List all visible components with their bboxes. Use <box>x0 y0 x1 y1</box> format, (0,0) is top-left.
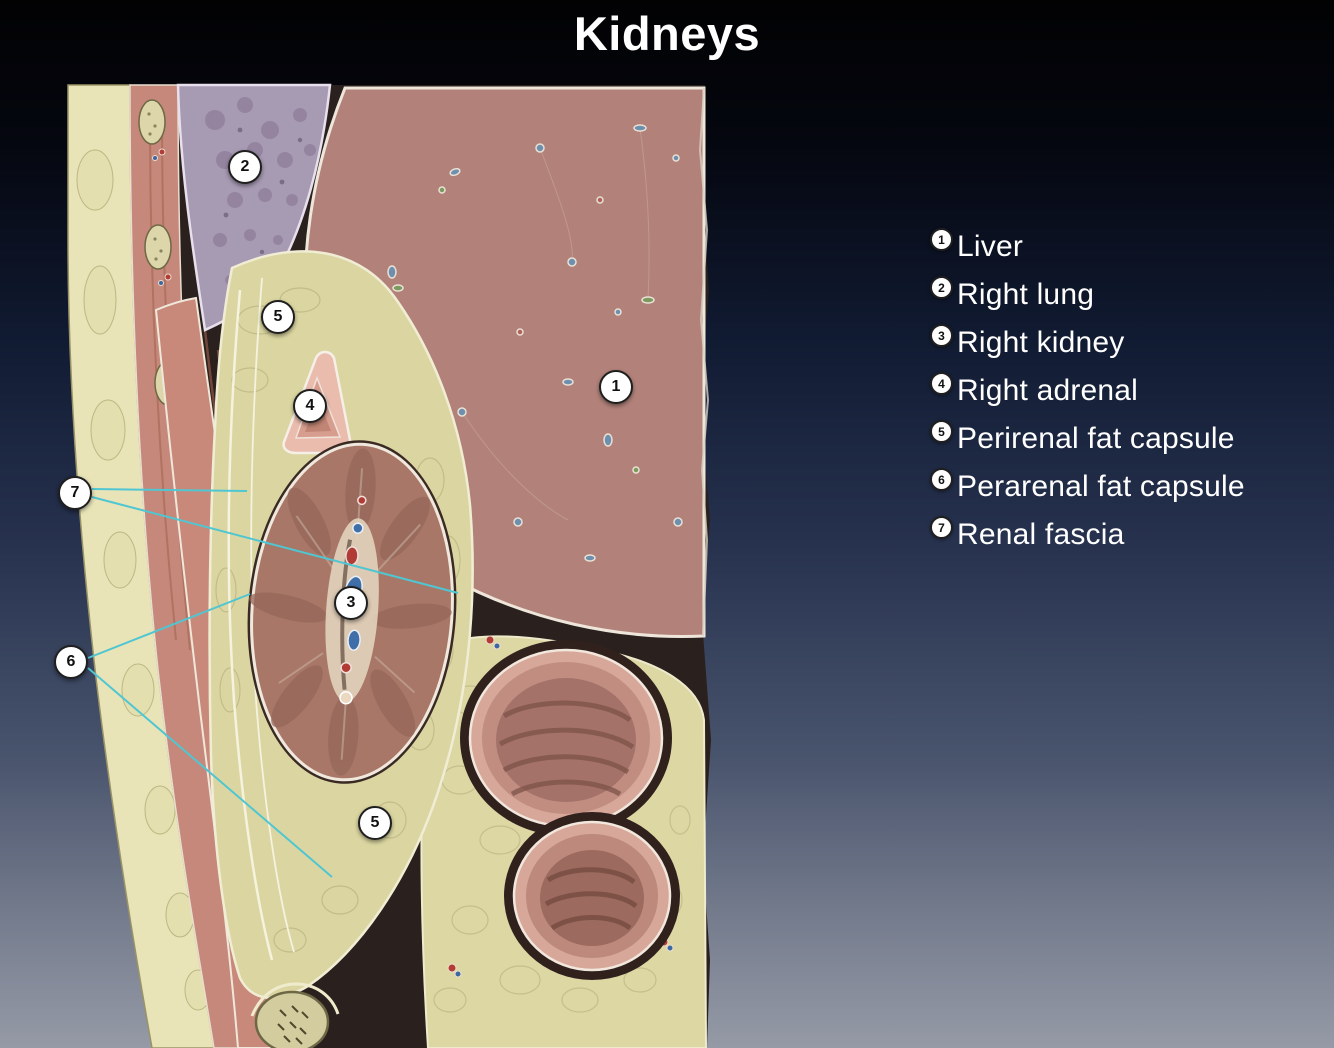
right-lung-region <box>176 83 332 332</box>
leader-line-fascia-2 <box>91 496 459 594</box>
legend-item-perirenal-fat-capsule: 5 Perirenal fat capsule <box>930 420 1290 457</box>
legend-label: Liver <box>957 230 1024 263</box>
legend-number-badge: 6 <box>930 468 953 491</box>
legend-number-badge: 7 <box>930 516 953 539</box>
marker-number: 4 <box>305 397 315 414</box>
legend-number-badge: 3 <box>930 324 953 347</box>
legend-label: Right kidney <box>957 326 1125 359</box>
legend-item-liver: 1 Liver <box>930 228 1290 265</box>
legend: 1 Liver 2 Right lung 3 Right kidney 4 Ri… <box>930 228 1290 566</box>
marker-perirenal-fat-upper: 5 <box>261 300 295 334</box>
marker-right-kidney: 3 <box>334 586 368 620</box>
leader-line-pararenal-2 <box>87 667 333 878</box>
leader-lines <box>87 488 459 878</box>
marker-number: 3 <box>346 594 356 611</box>
legend-item-perarenal-fat-capsule: 6 Perarenal fat capsule <box>930 468 1290 505</box>
legend-number-badge: 1 <box>930 228 953 251</box>
bowel-section-lower <box>504 812 680 980</box>
legend-label: Right adrenal <box>957 374 1139 407</box>
marker-renal-fascia: 7 <box>58 476 92 510</box>
marker-right-lung: 2 <box>228 150 262 184</box>
legend-label: Right lung <box>957 278 1095 311</box>
legend-number-badge: 4 <box>930 372 953 395</box>
legend-item-renal-fascia: 7 Renal fascia <box>930 516 1290 553</box>
marker-number: 5 <box>370 814 380 831</box>
legend-number-badge: 5 <box>930 420 953 443</box>
tendon-section <box>250 982 340 1048</box>
marker-number: 7 <box>70 484 80 501</box>
marker-liver: 1 <box>599 370 633 404</box>
legend-item-right-adrenal: 4 Right adrenal <box>930 372 1290 409</box>
legend-number-badge: 2 <box>930 276 953 299</box>
legend-label: Perarenal fat capsule <box>957 470 1245 503</box>
legend-label: Perirenal fat capsule <box>957 422 1235 455</box>
leader-line-pararenal-1 <box>87 593 251 659</box>
marker-number: 6 <box>66 653 76 670</box>
slide-title: Kidneys <box>573 7 761 60</box>
marker-number: 2 <box>240 158 250 175</box>
body-wall-skin-fat <box>67 84 215 1048</box>
marker-number: 5 <box>273 308 283 325</box>
marker-number: 1 <box>611 378 621 395</box>
legend-label: Renal fascia <box>957 518 1125 551</box>
legend-item-right-kidney: 3 Right kidney <box>930 324 1290 361</box>
leader-line-fascia-1 <box>91 488 248 492</box>
legend-item-right-lung: 2 Right lung <box>930 276 1290 313</box>
marker-right-adrenal: 4 <box>293 389 327 423</box>
marker-pararenal-fat: 6 <box>54 645 88 679</box>
colon-section-upper <box>460 640 672 836</box>
marker-perirenal-fat-lower: 5 <box>358 806 392 840</box>
